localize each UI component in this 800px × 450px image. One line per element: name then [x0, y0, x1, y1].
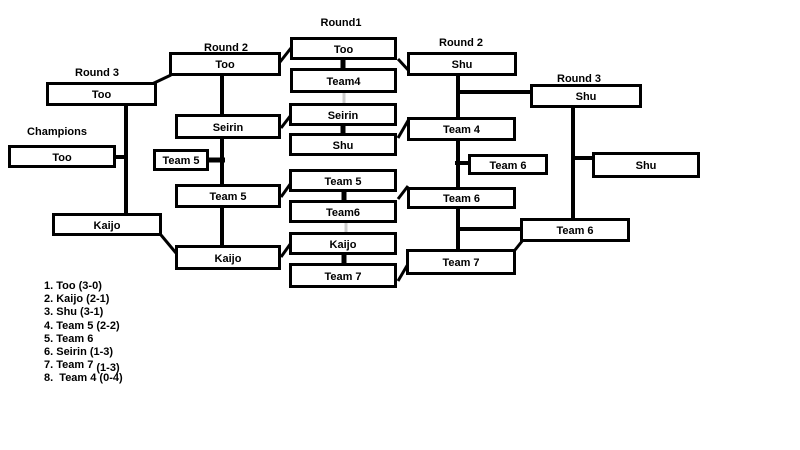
team-name-label: Team 7 — [442, 257, 480, 269]
bracket-box-r2r-team6: Team 6 — [407, 187, 516, 209]
standing-item: 7. Team 7 (1-3) — [44, 359, 123, 375]
standing-text: 2. Kaijo (2-1) — [44, 293, 110, 306]
standing-text: 6. Seirin (1-3) — [44, 346, 114, 359]
bracket-box-r1-team5: Team 5 — [289, 169, 397, 192]
team-name-label: Team 4 — [442, 124, 481, 136]
standings-list: 1. Too (3-0)2. Kaijo (2-1)3. Shu (3-1)4.… — [44, 280, 123, 386]
bracket-box-r2l-too: Too — [169, 52, 281, 76]
team-name-label: Shu — [451, 59, 473, 71]
round-label-champions: Champions — [27, 126, 87, 138]
standing-text: 3. Shu (3-1) — [44, 306, 104, 319]
bracket-box-r2r-team6-drop: Team 6 — [468, 154, 548, 175]
bracket-box-r1-kaijo: Kaijo — [289, 232, 397, 255]
bracket-box-r2l-seirin: Seirin — [175, 114, 281, 139]
team-name-label: Kaijo — [93, 219, 121, 232]
bracket-box-r1-team6: Team6 — [289, 200, 397, 223]
team-name-label: Kaijo — [214, 252, 242, 265]
standing-text: 7. Team 7 — [44, 359, 97, 372]
connector-line — [278, 47, 293, 63]
connector-line — [159, 234, 178, 254]
standing-item: 4. Team 5 (2-2) — [44, 320, 123, 333]
team-name-label: Too — [215, 59, 235, 71]
standing-item: 3. Shu (3-1) — [44, 306, 123, 319]
standing-text: 1. Too (3-0) — [44, 280, 102, 292]
team-name-label: Team 6 — [556, 225, 594, 237]
standing-text: 4. Team 5 (2-2) — [44, 319, 120, 332]
bracket-box-r2r-team7: Team 7 — [406, 249, 516, 275]
team-name-label: Shu — [635, 160, 657, 172]
team-name-label: Team 5 — [209, 191, 247, 203]
team-name-label: Too — [91, 89, 112, 101]
team-name-label: Team 5 — [324, 175, 362, 188]
team-name-label: Team4 — [326, 75, 361, 88]
standing-item: 1. Too (3-0) — [44, 280, 123, 293]
team-name-label: Seirin — [212, 121, 244, 134]
standing-item: 5. Team 6 — [44, 333, 123, 346]
standing-item: 6. Seirin (1-3) — [44, 346, 123, 359]
team-name-label: Team 6 — [442, 193, 481, 205]
bracket-box-r3l-kaijo: Kaijo — [52, 213, 162, 236]
team-name-label: Seirin — [327, 109, 359, 122]
bracket-box-r1-seirin: Seirin — [289, 103, 397, 126]
bracket-box-r1-shu: Shu — [289, 133, 397, 156]
bracket-box-r2l-team5-drop: Team 5 — [153, 149, 209, 171]
team-name-label: Team 7 — [324, 270, 362, 283]
team-name-label: Kaijo — [329, 238, 357, 251]
team-name-label: Team 5 — [162, 155, 200, 167]
round-label-round2-right: Round 2 — [439, 37, 483, 49]
bracket-box-r1-too: Too — [290, 37, 397, 60]
round-label-round2-left: Round 2 — [204, 42, 248, 54]
bracket-box-r3l-too: Too — [46, 82, 157, 106]
round-label-round3-left: Round 3 — [75, 67, 119, 79]
team-name-label: Team 6 — [489, 159, 527, 172]
bracket-box-r1-team4: Team4 — [290, 68, 397, 93]
connector-line — [396, 185, 410, 200]
bracket-box-r1-team7: Team 7 — [289, 263, 397, 288]
bracket-box-r3r-team6: Team 6 — [520, 218, 630, 242]
bracket-box-r2r-team4: Team 4 — [407, 117, 516, 141]
standing-record-offset: (1-3) — [96, 362, 120, 375]
team-name-label: Shu — [332, 139, 354, 152]
team-name-label: Shu — [575, 91, 597, 103]
bracket-box-final-shu: Shu — [592, 152, 700, 178]
bracket-box-r2l-team5: Team 5 — [175, 184, 281, 208]
standing-text: 8. Team 4 (0-4) — [44, 372, 123, 385]
team-name-label: Team6 — [325, 206, 361, 219]
team-name-label: Too — [333, 43, 354, 56]
round-label-round1: Round1 — [320, 17, 362, 29]
round-label-round3-right: Round 3 — [557, 73, 601, 85]
standing-item: 2. Kaijo (2-1) — [44, 293, 123, 306]
team-name-label: Too — [52, 151, 72, 164]
bracket-box-r2r-shu: Shu — [407, 52, 517, 76]
standing-item: 8. Team 4 (0-4) — [44, 372, 123, 385]
bracket-box-r3r-shu: Shu — [530, 84, 642, 108]
standing-text: 5. Team 6 — [44, 332, 94, 345]
bracket-box-champion-too: Too — [8, 145, 116, 168]
bracket-box-r2l-kaijo: Kaijo — [175, 245, 281, 270]
